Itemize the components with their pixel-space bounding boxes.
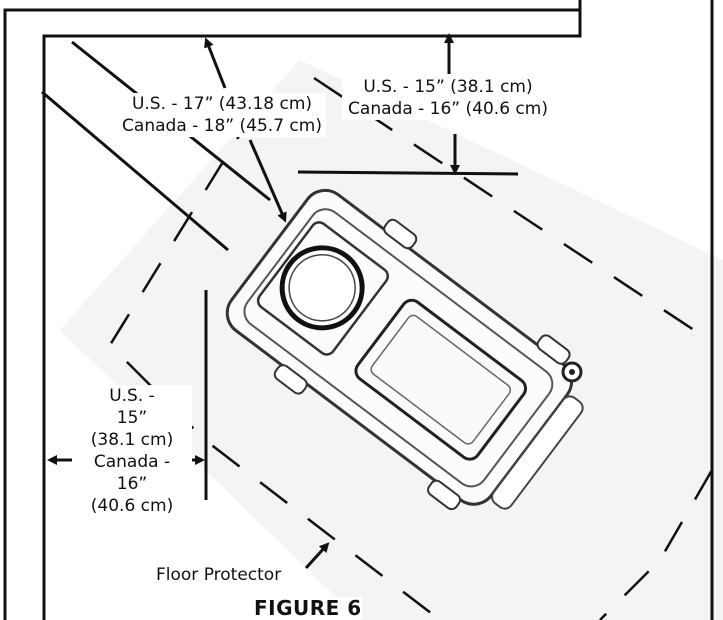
- arrow-top-diagonal: [204, 37, 227, 89]
- label-left-side-line2: 15”: [116, 408, 148, 428]
- label-top-right-line1: U.S. - 15” (38.1 cm): [363, 77, 533, 97]
- room-walls: [3, 0, 714, 620]
- arrow-floor-protector: [304, 542, 330, 570]
- label-top-diagonal: U.S. - 17” (43.18 cm) Canada - 18” (45.7…: [118, 93, 326, 137]
- diagonal-wall-line-2: [41, 90, 229, 252]
- label-floor-protector: Floor Protector: [156, 564, 282, 586]
- stove: [225, 188, 584, 511]
- right-clearance-line: [297, 170, 519, 176]
- dimension-arrows: [47, 33, 460, 570]
- stove-rear-shield: [491, 395, 584, 510]
- label-top-right-line2: Canada - 16” (40.6 cm): [348, 99, 548, 119]
- label-left-side-line4: Canada -: [93, 452, 171, 472]
- label-top-diagonal-line2: Canada - 18” (45.7 cm): [122, 116, 322, 136]
- stove-leg-2: [273, 364, 308, 395]
- label-left-side-line5: 16”: [116, 474, 148, 494]
- flue-collar-box: [256, 221, 390, 356]
- stove-window-inner: [370, 314, 512, 445]
- label-left-side: U.S. - 15” (38.1 cm) Canada - 16” (40.6 …: [72, 385, 192, 517]
- stove-window: [354, 298, 528, 461]
- label-left-side-line1: U.S. -: [109, 386, 155, 406]
- stove-inner-body: [243, 208, 554, 488]
- outer-wall: [3, 0, 582, 620]
- floor-protector-boundary: [108, 76, 714, 620]
- label-left-side-line3: (38.1 cm): [90, 430, 174, 450]
- flue-outlet: [279, 245, 365, 331]
- label-top-diagonal-line1: U.S. - 17” (43.18 cm): [131, 94, 313, 114]
- stove-leg-3: [536, 334, 571, 365]
- label-left-side-line6: (40.6 cm): [90, 496, 174, 516]
- stove-leg-1: [383, 218, 418, 250]
- arrow-to-flue: [248, 139, 287, 223]
- flue-outlet-inner: [288, 254, 356, 322]
- figure-title: FIGURE 6: [254, 596, 362, 620]
- label-top-right: U.S. - 15” (38.1 cm) Canada - 16” (40.6 …: [342, 76, 554, 120]
- inner-wall: [42, 10, 582, 620]
- stove-leg-4: [427, 479, 462, 511]
